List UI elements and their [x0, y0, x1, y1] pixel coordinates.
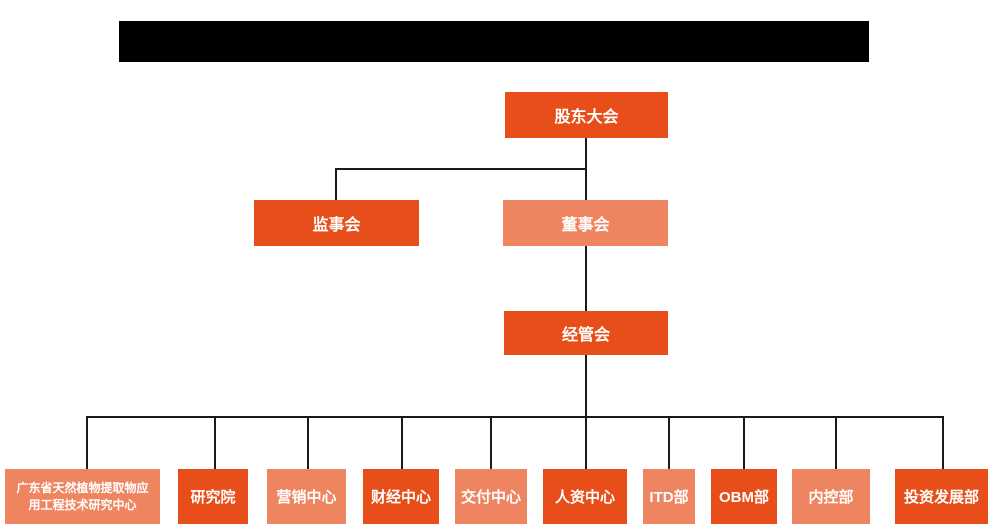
- node-dept-marketing-center: 营销中心: [267, 469, 346, 524]
- node-dept-internal-control: 内控部: [792, 469, 870, 524]
- node-shareholders-meeting: 股东大会: [505, 92, 668, 138]
- node-dept-research-institute: 研究院: [178, 469, 248, 524]
- node-dept-itd: ITD部: [643, 469, 695, 524]
- node-board-of-directors: 董事会: [503, 200, 668, 246]
- node-board-of-supervisors: 监事会: [254, 200, 419, 246]
- node-dept-delivery-center: 交付中心: [455, 469, 527, 524]
- node-dept-investment-development: 投资发展部: [895, 469, 988, 524]
- node-dept-research-center: 广东省天然植物提取物应 用工程技术研究中心: [5, 469, 160, 524]
- node-management-committee: 经管会: [504, 311, 668, 355]
- node-dept-hr-center: 人资中心: [543, 469, 627, 524]
- title-bar-redacted: [119, 21, 869, 62]
- node-dept-obm: OBM部: [711, 469, 777, 524]
- node-dept-finance-center: 财经中心: [363, 469, 439, 524]
